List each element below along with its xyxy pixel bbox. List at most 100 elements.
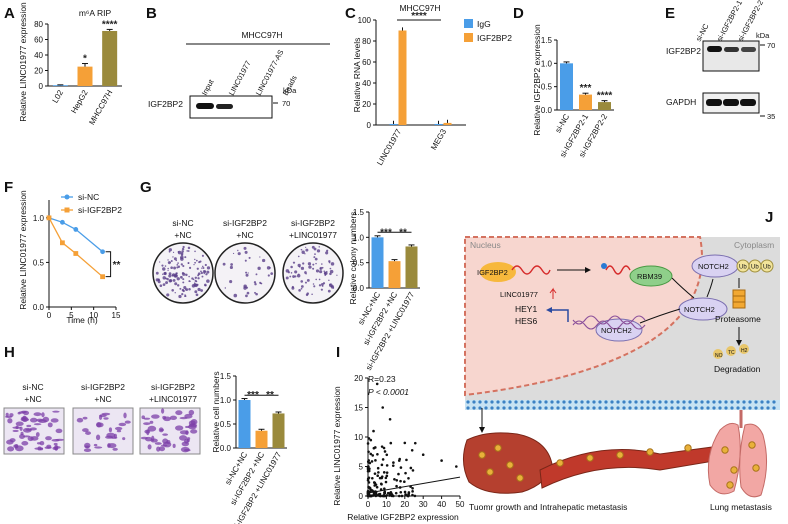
y-tick-label: 1.5 — [353, 208, 365, 217]
chart-f-legend-si: si-IGF2BP2 — [78, 205, 122, 215]
colony — [319, 266, 323, 270]
point — [376, 452, 379, 456]
cell — [147, 444, 152, 450]
y-tick-label: 0.0 — [33, 303, 45, 312]
point — [377, 471, 380, 474]
point — [399, 466, 403, 469]
lipid-head — [532, 406, 536, 410]
colony — [308, 265, 312, 269]
tumor-nodule — [506, 461, 514, 469]
cell — [143, 422, 151, 426]
lipid-head — [670, 400, 674, 404]
x-tick-label: 50 — [456, 500, 465, 509]
y-tick-label: 60 — [34, 36, 43, 45]
colony — [180, 263, 183, 266]
lipid-head — [532, 400, 536, 404]
lipid-head — [652, 406, 656, 410]
lipid-head — [646, 400, 650, 404]
blot-b-band-input — [196, 103, 214, 109]
colony — [201, 254, 204, 257]
point — [385, 471, 389, 474]
j-m6a-dot — [601, 263, 607, 269]
tumor-nodule — [494, 444, 502, 452]
lipid-head — [484, 406, 488, 410]
colony — [187, 246, 191, 250]
j-membrane-lipids — [466, 400, 776, 410]
colony — [155, 271, 159, 275]
colony — [315, 269, 320, 273]
j-notch-nuc-blob — [595, 318, 643, 342]
y-tick-label: 60 — [362, 58, 371, 67]
j-notch-ub-label: NOTCH2 — [698, 262, 729, 271]
cell — [185, 430, 189, 436]
lipid-head — [760, 406, 764, 410]
colony — [289, 275, 292, 278]
y-tick-label: 0.5 — [33, 258, 45, 267]
lipid-head — [550, 400, 554, 404]
cell — [17, 412, 21, 415]
panel-letter-h: H — [4, 344, 15, 361]
point — [403, 490, 407, 494]
point — [411, 486, 414, 490]
lipid-head — [718, 406, 722, 410]
lipid-head — [598, 400, 602, 404]
y-tick-label: 15 — [354, 404, 363, 413]
cell — [55, 428, 63, 434]
cell — [53, 442, 58, 446]
cell — [101, 412, 111, 416]
cell — [33, 423, 42, 426]
cell — [188, 424, 197, 430]
colony — [248, 256, 251, 259]
y-tick-label: 80 — [34, 20, 43, 29]
point — [378, 476, 382, 480]
colony — [320, 288, 323, 291]
lipid-head — [598, 406, 602, 410]
x-tick-label: 10 — [382, 500, 391, 509]
significance: **** — [102, 19, 118, 30]
ub-2-label: Ub — [751, 265, 759, 271]
lipid-head — [682, 406, 686, 410]
point — [374, 459, 377, 462]
cell — [4, 415, 13, 418]
colony — [201, 267, 203, 269]
colony — [181, 288, 185, 292]
colony — [169, 261, 171, 264]
chart-c-legend-igf-swatch — [464, 33, 473, 42]
cell — [15, 421, 24, 427]
panel-f: Relative LINC01977 expression Time (h) 0… — [18, 190, 122, 325]
lipid-head — [652, 400, 656, 404]
x-tick-label: 0 — [366, 500, 371, 509]
cell — [188, 409, 195, 416]
panel-a: m⁶A RIP Relative LINC01977 expression 02… — [18, 2, 122, 126]
cell — [184, 413, 193, 419]
bar — [102, 30, 118, 87]
lipid-head — [760, 400, 764, 404]
y-tick-label: 20 — [354, 374, 363, 383]
lipid-head — [484, 400, 488, 404]
lipid-head — [766, 406, 770, 410]
point — [73, 227, 79, 232]
chart-f-ylabel: Relative LINC01977 expression — [18, 190, 28, 310]
significance: ** — [113, 260, 121, 271]
j-linc-rna — [511, 265, 551, 275]
lipid-head — [640, 406, 644, 410]
point — [371, 454, 375, 457]
lipid-head — [472, 400, 476, 404]
series-line-1 — [48, 217, 104, 278]
colony — [171, 289, 174, 292]
j-arrow-1-head — [585, 267, 591, 273]
colony — [201, 265, 204, 268]
colony — [172, 256, 174, 258]
cell — [82, 416, 88, 420]
lipid-head — [538, 400, 542, 404]
colony — [296, 273, 301, 278]
colony — [324, 274, 327, 276]
ub-3-label: Ub — [763, 265, 771, 271]
tumor-nodule — [748, 441, 756, 449]
lipid-head — [490, 400, 494, 404]
blot-b-kda-label: kDa — [283, 86, 297, 95]
lipid-head — [670, 406, 674, 410]
j-lung-right — [739, 423, 767, 498]
point — [375, 382, 379, 386]
